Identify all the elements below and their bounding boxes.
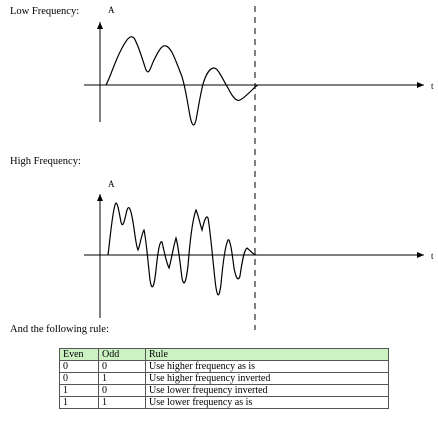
cell-odd: 1 <box>98 396 146 409</box>
cell-even: 0 <box>59 360 99 373</box>
low-frequency-waveform <box>105 36 259 126</box>
high-frequency-plot: A t <box>84 179 434 318</box>
cell-even: 1 <box>59 396 99 409</box>
table-row: 1 0 Use lower frequency inverted <box>59 384 389 397</box>
cell-odd: 1 <box>98 372 146 385</box>
rule-table: Even Odd Rule 0 0 Use higher frequency a… <box>59 348 389 409</box>
header-odd: Odd <box>98 348 146 361</box>
low-frequency-plot: A t <box>84 5 434 126</box>
high-time-axis-label: t <box>431 251 434 261</box>
high-amplitude-axis-label: A <box>108 179 115 189</box>
table-header-row: Even Odd Rule <box>59 348 389 361</box>
header-even: Even <box>59 348 99 361</box>
cell-rule: Use lower frequency as is <box>145 396 389 409</box>
cell-odd: 0 <box>98 360 146 373</box>
low-frequency-label: Low Frequency: <box>10 6 80 17</box>
header-rule: Rule <box>145 348 389 361</box>
rule-intro-label: And the following rule: <box>10 324 109 335</box>
cell-even: 1 <box>59 384 99 397</box>
table-row: 0 0 Use higher frequency as is <box>59 360 389 373</box>
low-time-axis-label: t <box>431 81 434 91</box>
low-amplitude-axis-label: A <box>108 5 115 15</box>
table-row: 0 1 Use higher frequency inverted <box>59 372 389 385</box>
cell-rule: Use higher frequency inverted <box>145 372 389 385</box>
cell-rule: Use higher frequency as is <box>145 360 389 373</box>
cell-even: 0 <box>59 372 99 385</box>
cell-rule: Use lower frequency inverted <box>145 384 389 397</box>
high-frequency-label: High Frequency: <box>10 156 81 167</box>
cell-odd: 0 <box>98 384 146 397</box>
high-frequency-waveform <box>107 202 257 296</box>
table-row: 1 1 Use lower frequency as is <box>59 396 389 409</box>
